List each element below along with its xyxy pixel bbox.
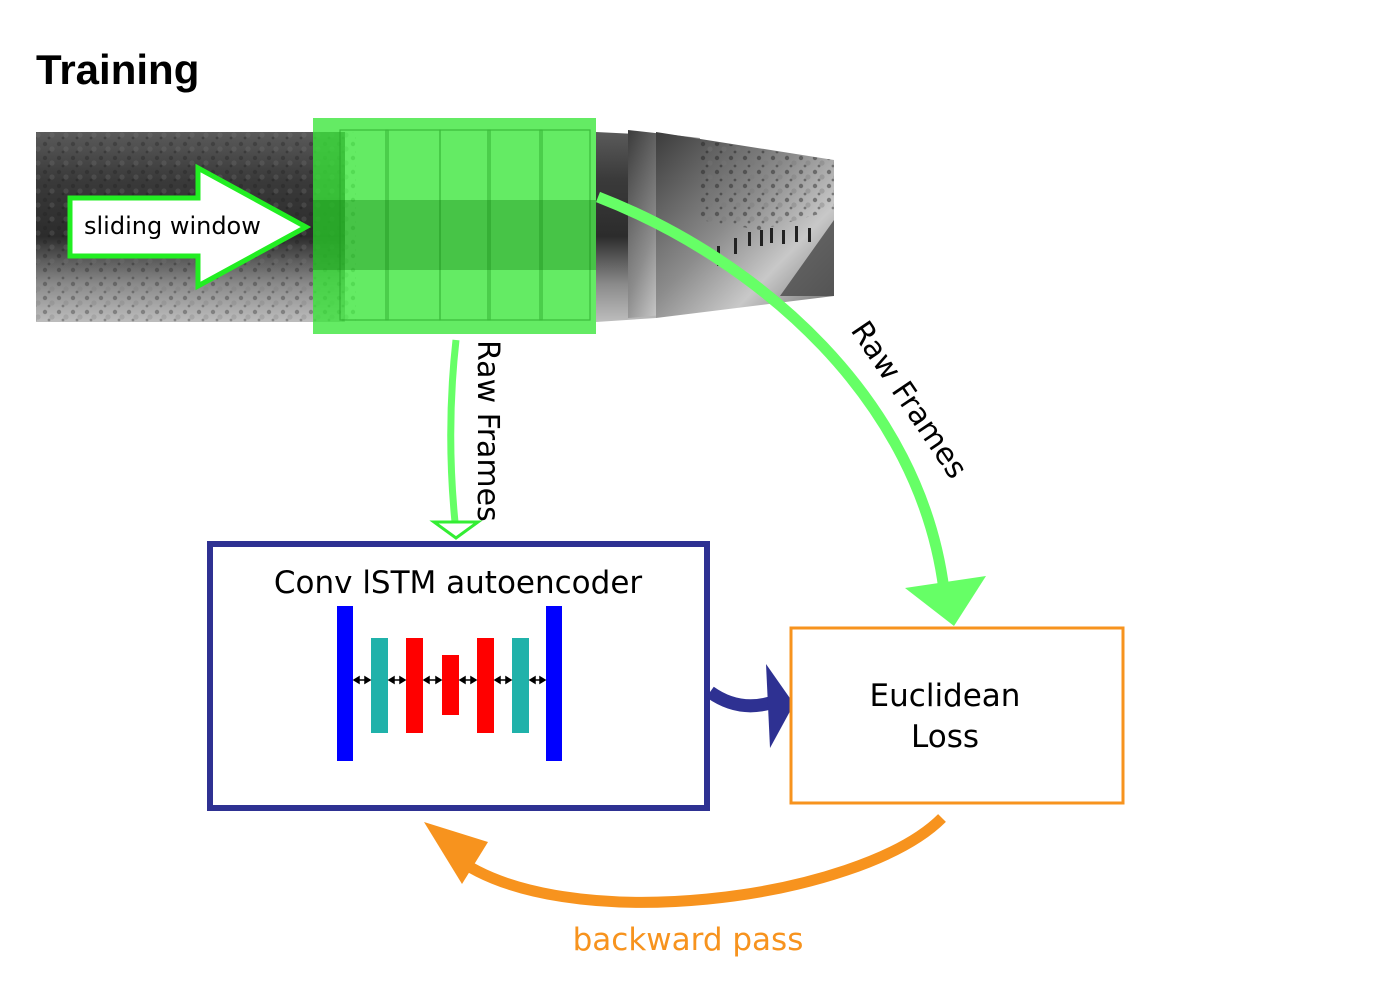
layer-red: [442, 655, 459, 715]
layer-red: [477, 638, 494, 733]
euclidean-loss-node: Euclidean Loss: [789, 626, 1125, 805]
raw-frames-arrow-to-autoencoder: Raw Frames: [429, 339, 505, 540]
loss-label-line2: Loss: [911, 719, 979, 755]
diagram-title: Training: [36, 46, 200, 93]
sliding-window-arrow: sliding window: [67, 163, 312, 291]
layer-red: [406, 638, 423, 733]
layer-blue: [337, 606, 353, 761]
forward-arrow: [706, 664, 794, 748]
loss-label-line1: Euclidean: [870, 678, 1021, 714]
autoencoder-node: Conv lSTM autoencoder: [207, 541, 710, 811]
backward-pass-label: backward pass: [573, 922, 804, 958]
raw-frames-label-vertical: Raw Frames: [470, 340, 505, 522]
layer-teal: [371, 638, 388, 733]
layer-teal: [512, 638, 529, 733]
network-layers: [337, 606, 562, 761]
autoencoder-label: Conv lSTM autoencoder: [274, 565, 643, 601]
sliding-window-highlight: [313, 118, 596, 334]
sliding-window-label: sliding window: [84, 212, 261, 240]
backward-pass-arrow: backward pass: [424, 814, 946, 958]
layer-blue: [546, 606, 562, 761]
